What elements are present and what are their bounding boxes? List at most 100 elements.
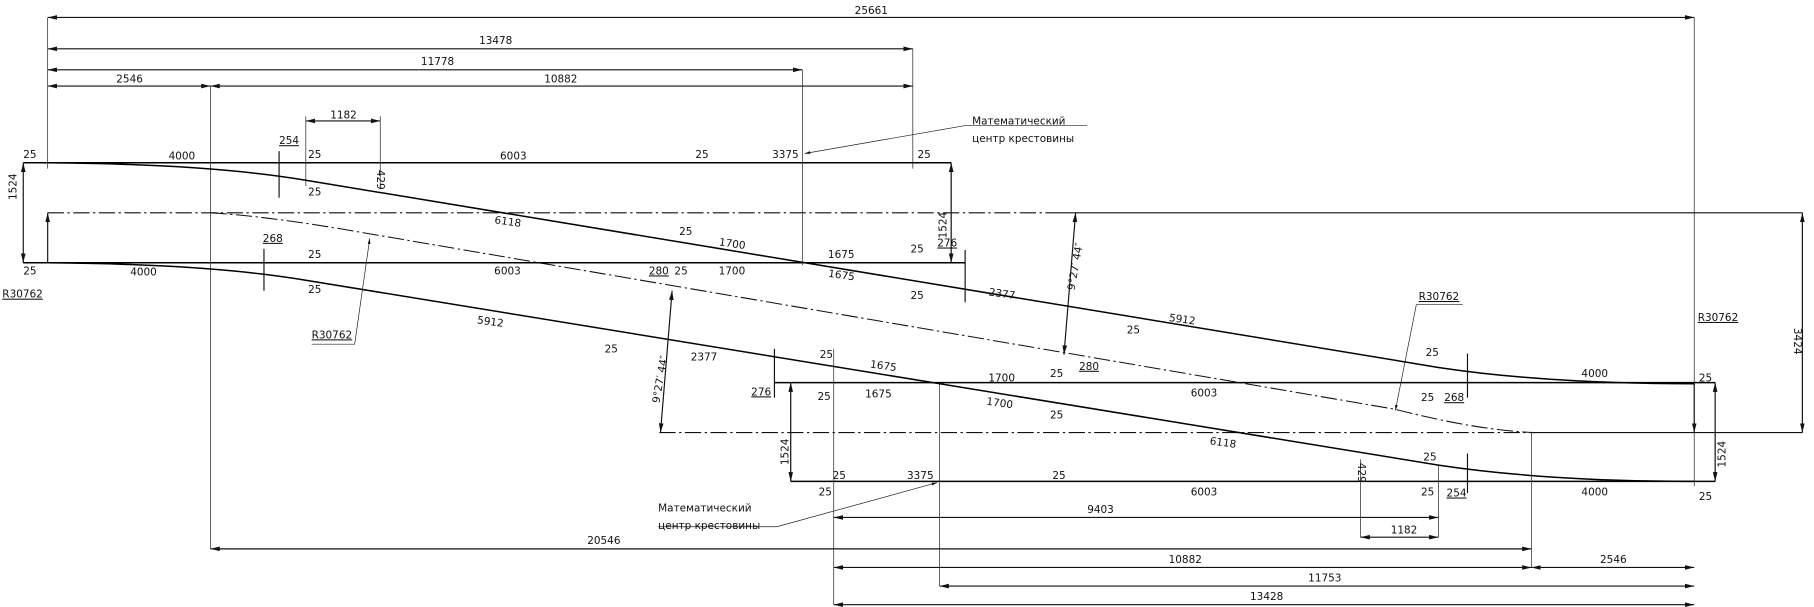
dimension-label: 25	[308, 149, 321, 161]
dimension-label: 2546	[116, 74, 143, 86]
dimension-label: 254	[1447, 488, 1467, 500]
dimension-label: Математический	[658, 503, 751, 515]
dimension-label: 1700	[719, 265, 746, 277]
dimension-label: 9°27′ 44″	[1066, 242, 1086, 292]
dimension-label: 2377	[691, 351, 718, 363]
dimension-label: 5912	[1168, 312, 1196, 328]
dimension-label: 6118	[1209, 435, 1237, 451]
dimension-label: 5912	[476, 314, 504, 330]
dimension-label: 13428	[1250, 591, 1283, 603]
dimension-label: R30762	[1698, 312, 1739, 324]
dimension-label: 4000	[1581, 486, 1608, 498]
vertical-dimensions	[20, 151, 1805, 494]
dimension-label: 1182	[1391, 525, 1418, 537]
dimension-label: 25	[308, 284, 321, 296]
dimension-label: 25	[674, 265, 687, 277]
dimension-label: 25	[308, 186, 321, 198]
dimension-label: 1524	[7, 173, 19, 200]
dimension-label: 6003	[500, 150, 527, 162]
dimension-label: 25	[1426, 347, 1439, 359]
dimension-label: 25	[1699, 372, 1712, 384]
angle-dim-line-bottom	[658, 290, 674, 433]
dimension-label: 25	[833, 470, 846, 482]
leaders	[311, 125, 1463, 528]
angle-dim-line-top	[1062, 212, 1078, 355]
dimension-label: 6003	[1191, 486, 1218, 498]
dimension-label: 1182	[330, 110, 357, 122]
dimension-label: 25	[819, 486, 832, 498]
dimension-label: 25	[1421, 486, 1434, 498]
dimension-label: 25	[308, 249, 321, 261]
dimension-label: центр крестовины	[972, 133, 1074, 145]
dimension-label: 25	[23, 149, 36, 161]
dimension-label: 1700	[986, 396, 1014, 412]
center-lines	[47, 212, 1803, 434]
dimension-label: 1675	[869, 359, 897, 375]
dimension-label: 9°27′ 44″	[650, 354, 670, 404]
dimension-label: 25	[695, 149, 708, 161]
leader-crossing-center-bottom	[658, 482, 938, 528]
dimension-label: 1675	[865, 389, 892, 401]
dimension-label: 9403	[1087, 504, 1114, 516]
dimension-label: 4000	[130, 267, 157, 279]
dimension-label: 1675	[828, 249, 855, 261]
dimension-label: 10882	[1169, 554, 1202, 566]
dimension-label: 268	[1444, 392, 1464, 404]
dimension-label: 2546	[1600, 554, 1627, 566]
dimension-label: 11778	[421, 56, 454, 68]
dimension-label: 280	[649, 265, 669, 277]
dimension-label: 6003	[494, 265, 521, 277]
dimension-label: 6003	[1191, 388, 1218, 400]
dimension-label: 1524	[1717, 441, 1729, 468]
rail-diverging-1	[47, 162, 1695, 385]
dimension-label: 1700	[718, 236, 746, 252]
leader-r30762-left	[311, 238, 371, 345]
dimension-label: R30762	[312, 329, 353, 341]
dimension-label: 25	[679, 226, 692, 238]
dimension-label: 10882	[544, 74, 577, 86]
dimension-label: центр крестовины	[658, 520, 760, 532]
bottom-dimensions	[210, 515, 1695, 607]
dimension-label: 25	[817, 391, 830, 403]
dimension-label: 13478	[479, 35, 512, 47]
dimension-label: 276	[937, 238, 957, 250]
dimension-label: 4000	[169, 150, 196, 162]
dimension-label: 25	[910, 290, 923, 302]
dimension-label: 25	[1050, 368, 1063, 380]
dimension-label: 25	[1050, 410, 1063, 422]
dimension-label: 268	[263, 233, 283, 245]
dimension-label: 25	[917, 149, 930, 161]
dimension-label: 25	[1423, 451, 1436, 463]
dimension-labels: 25661 13478 11778 2546 10882 1182 254 25 4000 25 6…	[2, 5, 1803, 603]
dimension-label: 276	[751, 386, 771, 398]
dimension-label: 3375	[907, 470, 934, 482]
dimension-label: 1700	[988, 372, 1015, 384]
dimension-label: 3424	[1791, 328, 1803, 355]
dimension-label: R30762	[1419, 291, 1460, 303]
dimension-label: 1675	[828, 268, 856, 284]
dimension-label: 25	[1127, 325, 1140, 337]
dimension-label: 11753	[1308, 572, 1341, 584]
extension-lines	[47, 17, 1803, 605]
dimension-label: 280	[1079, 361, 1099, 373]
dimension-label: 25	[605, 343, 618, 355]
dimension-label: 4000	[1581, 368, 1608, 380]
dimension-label: 25	[910, 243, 923, 255]
dimension-label: 25	[23, 265, 36, 277]
dimension-label: 6118	[494, 214, 522, 230]
dimension-label: 20546	[587, 535, 620, 547]
dimension-label: 2377	[988, 286, 1016, 302]
leader-r30762-right	[1395, 304, 1463, 411]
dimension-label: 25661	[855, 5, 888, 17]
dimension-label: 1524	[938, 211, 950, 238]
dimension-label: 25	[1421, 392, 1434, 404]
dimension-label: 429	[374, 170, 386, 190]
leader-crossing-center-top	[804, 125, 1088, 154]
rail-diverging-2	[47, 262, 1695, 483]
dimension-label: R30762	[2, 289, 43, 301]
dimension-label: 1524	[779, 438, 791, 465]
top-dimensions	[47, 15, 1695, 124]
dimension-label: 3375	[772, 149, 799, 161]
dimension-label: 254	[279, 135, 299, 147]
